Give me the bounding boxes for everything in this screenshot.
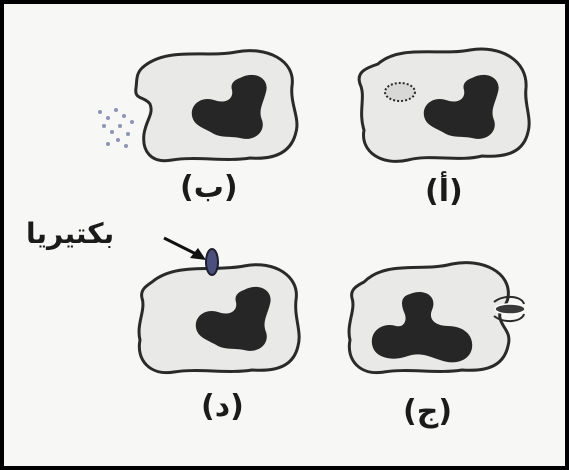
cell-b-nucleus bbox=[191, 74, 267, 139]
label-d: (د) bbox=[201, 389, 244, 424]
label-j: (ج) bbox=[403, 394, 453, 429]
cell-a-vacuole bbox=[384, 82, 416, 102]
cell-a bbox=[357, 47, 531, 163]
label-a: (أ) bbox=[425, 174, 463, 209]
label-b: (ب) bbox=[180, 170, 238, 205]
bacteria-label: بكتيريا bbox=[26, 217, 115, 250]
cell-a-nucleus bbox=[423, 74, 499, 139]
cell-b bbox=[98, 49, 299, 163]
cell-j-pseudopod bbox=[493, 296, 525, 322]
cell-b-granules bbox=[98, 108, 134, 148]
cell-d bbox=[137, 248, 301, 375]
cell-d-nucleus bbox=[195, 286, 271, 351]
cell-d-bacterium bbox=[205, 248, 219, 276]
arrow-icon bbox=[163, 236, 206, 260]
cell-j-bacterium bbox=[494, 303, 526, 315]
cell-j bbox=[347, 261, 526, 375]
cell-j-nucleus bbox=[371, 291, 473, 363]
